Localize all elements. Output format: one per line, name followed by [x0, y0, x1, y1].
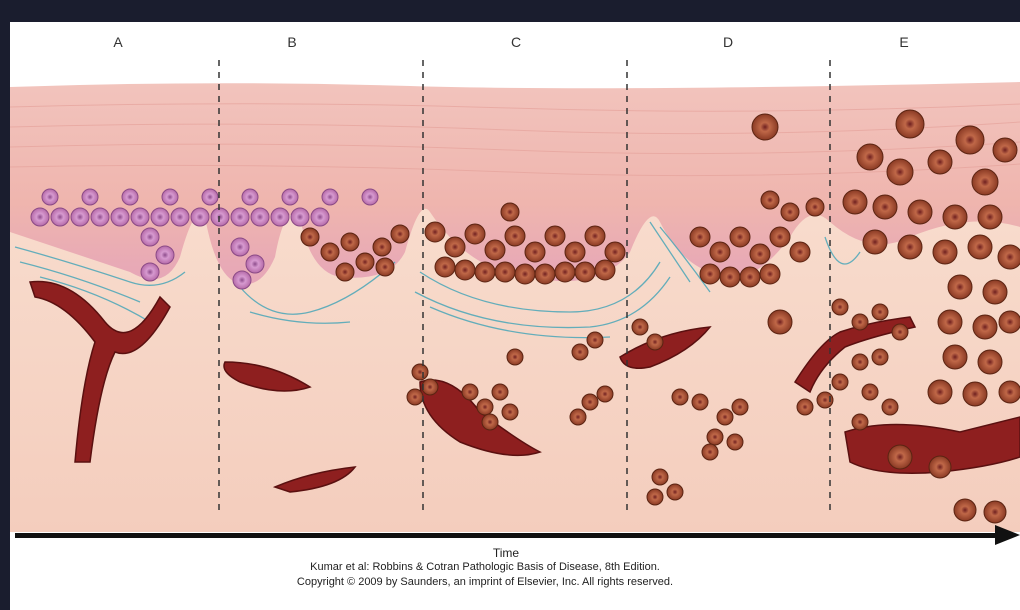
axis-label-time: Time [493, 546, 519, 560]
panel-label-c: C [511, 34, 521, 50]
panel-label-a: A [113, 34, 122, 50]
panel-label-d: D [723, 34, 733, 50]
panel-label-e: E [899, 34, 908, 50]
caption-source: Kumar et al: Robbins & Cotran Pathologic… [10, 560, 990, 574]
figure-frame: A B C D E Time Kumar et al: Robbins & Co… [10, 22, 1020, 610]
tissue-illustration [10, 22, 1020, 610]
panel-label-b: B [287, 34, 296, 50]
caption-copyright: Copyright © 2009 by Saunders, an imprint… [10, 575, 990, 589]
